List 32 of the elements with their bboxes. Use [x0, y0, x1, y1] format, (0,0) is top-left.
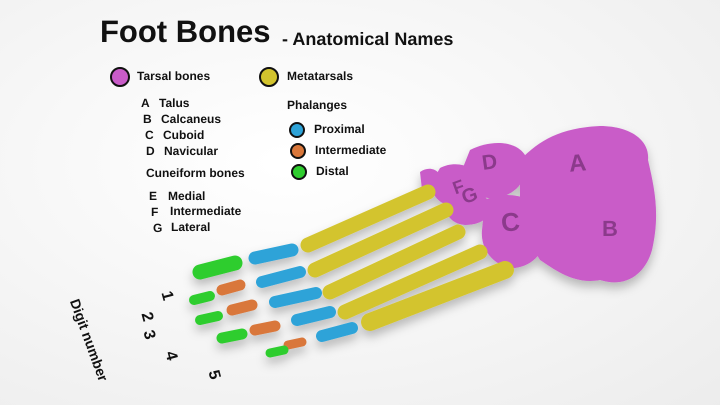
bone-letter: C — [145, 129, 154, 141]
bone-name: Calcaneus — [161, 113, 222, 125]
bone-letter: E — [149, 190, 158, 202]
digit-number: 1 — [158, 290, 176, 302]
bone-letter: B — [143, 113, 152, 125]
legend-label: Proximal — [314, 123, 365, 135]
bone-letter: A — [568, 151, 588, 177]
bone-name: Lateral — [171, 221, 210, 233]
legend-label: Distal — [316, 165, 349, 177]
title: Foot Bones — [100, 16, 270, 47]
bone-letter: G — [153, 222, 162, 234]
digit-number: 3 — [140, 328, 158, 342]
digit-number: 4 — [162, 350, 180, 362]
bone-letter: D — [480, 151, 499, 174]
bone-letter: B — [602, 218, 618, 240]
group-heading: Phalanges — [287, 99, 348, 111]
subtitle: - Anatomical Names — [282, 30, 454, 48]
bone-name: Intermediate — [170, 205, 242, 217]
bone-letter: F — [151, 206, 158, 218]
bone-letter: C — [500, 208, 521, 236]
legend-label: Tarsal bones — [137, 70, 210, 82]
bone-name: Navicular — [164, 145, 218, 157]
legend-label: Metatarsals — [287, 70, 354, 82]
bone-name: Medial — [168, 190, 206, 202]
bone-letter: A — [141, 97, 150, 109]
bone-letter: D — [146, 145, 155, 157]
digit-number: 2 — [138, 310, 156, 324]
bone-name: Talus — [159, 97, 190, 109]
legend-label: Intermediate — [315, 144, 386, 156]
group-heading: Cuneiform bones — [146, 167, 245, 179]
bone-name: Cuboid — [163, 129, 204, 141]
digit-number: 5 — [204, 368, 222, 382]
